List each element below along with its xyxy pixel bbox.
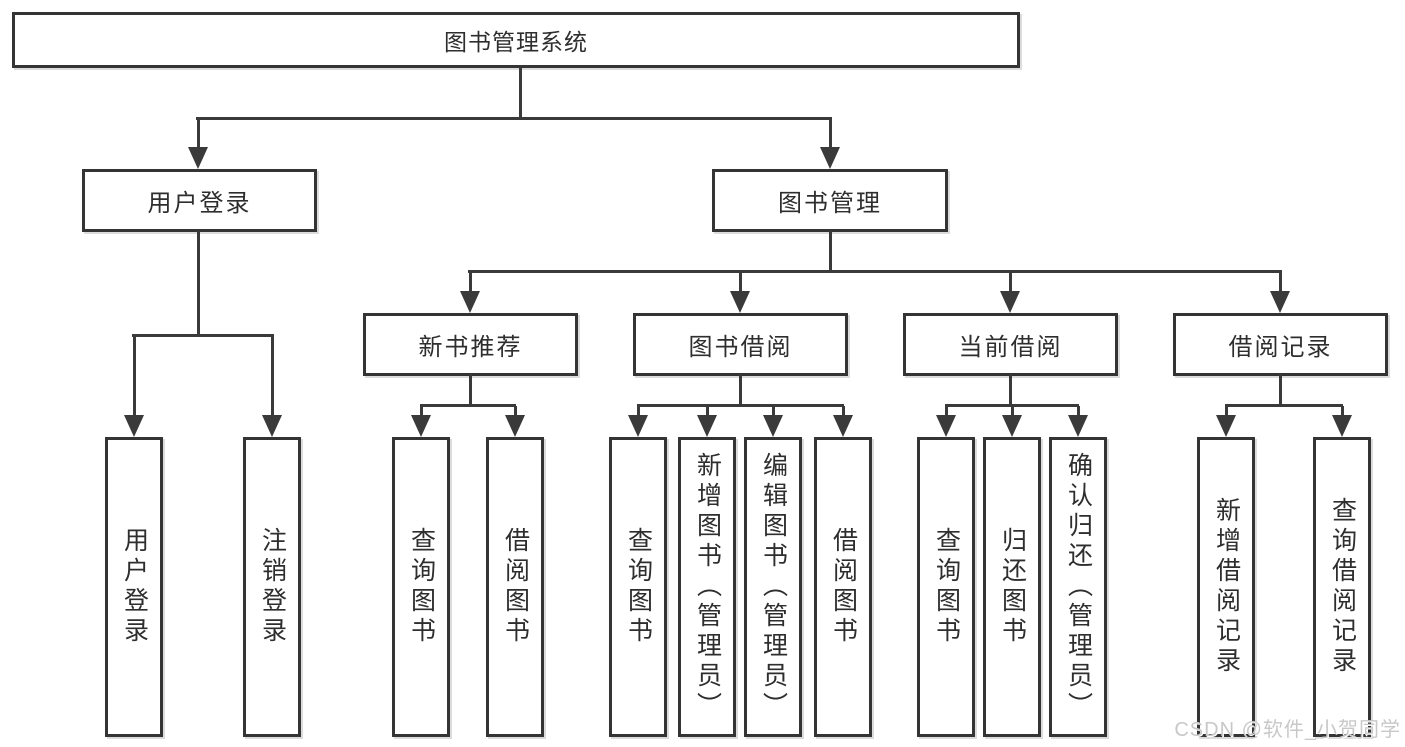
- node-label: 当前借阅: [958, 334, 1063, 361]
- leaf-label: 查询图书: [932, 527, 961, 647]
- arrow-down-icon: [1002, 415, 1022, 437]
- connector-line: [420, 406, 423, 416]
- leaf-label: 新增图书（管理员）: [693, 452, 722, 722]
- arrow-down-icon: [730, 291, 750, 313]
- arrow-down-icon: [936, 415, 956, 437]
- connector-line: [1077, 406, 1080, 416]
- connector-line: [1011, 406, 1014, 416]
- leaf-confirm-return-admin: 确认归还（管理员）: [1049, 437, 1107, 737]
- connector-line: [829, 119, 832, 149]
- node-label: 新书推荐: [418, 334, 523, 361]
- arrow-down-icon: [1068, 415, 1088, 437]
- connector-line: [739, 374, 742, 406]
- node-user-login: 用户登录: [82, 169, 317, 232]
- arrow-down-icon: [1270, 291, 1290, 313]
- connector-line: [469, 272, 472, 294]
- connector-line: [197, 119, 200, 149]
- node-label: 用户登录: [147, 190, 252, 217]
- leaf-label: 用户登录: [120, 527, 149, 647]
- arrow-down-icon: [1216, 415, 1236, 437]
- node-new-book-recommendation: 新书推荐: [363, 313, 578, 376]
- arrow-down-icon: [1000, 291, 1020, 313]
- leaf-return-books: 归还图书: [983, 437, 1041, 737]
- connector-line: [945, 406, 948, 416]
- leaf-label: 确认归还（管理员）: [1064, 452, 1093, 722]
- connector-line: [1009, 374, 1012, 406]
- node-book-borrowing: 图书借阅: [633, 313, 848, 376]
- connector-line: [706, 406, 709, 416]
- leaf-label: 归还图书: [998, 527, 1027, 647]
- arrow-down-icon: [628, 415, 648, 437]
- connector-line: [133, 336, 136, 416]
- connector-line: [1279, 374, 1282, 406]
- leaf-label: 查询图书: [407, 527, 436, 647]
- connector-line: [1225, 406, 1228, 416]
- connector-line: [519, 68, 522, 118]
- leaf-label: 借阅图书: [501, 527, 530, 647]
- connector-line: [271, 336, 274, 416]
- connector-line: [1341, 406, 1344, 416]
- arrow-down-icon: [833, 415, 853, 437]
- leaf-borrow-books-recommend: 借阅图书: [486, 437, 544, 737]
- csdn-watermark: CSDN @软件_小贺同学: [1174, 719, 1401, 741]
- connector-line: [132, 334, 274, 337]
- leaf-query-books-borrow: 查询图书: [609, 437, 667, 737]
- leaf-label: 注销登录: [258, 527, 287, 647]
- node-library-management-system: 图书管理系统: [12, 12, 1020, 68]
- arrow-down-icon: [697, 415, 717, 437]
- arrow-down-icon: [262, 415, 282, 437]
- leaf-logout: 注销登录: [243, 437, 301, 737]
- node-label: 图书借阅: [688, 334, 793, 361]
- node-label: 图书管理系统: [444, 29, 588, 55]
- connector-line: [1225, 404, 1343, 407]
- node-label: 图书管理: [778, 190, 882, 217]
- connector-line: [637, 406, 640, 416]
- arrow-down-icon: [763, 415, 783, 437]
- connector-line: [739, 272, 742, 294]
- connector-line: [197, 231, 200, 336]
- connector-line: [420, 404, 516, 407]
- leaf-query-books-recommend: 查询图书: [392, 437, 450, 737]
- leaf-query-borrow-record: 查询借阅记录: [1313, 437, 1371, 737]
- connector-line: [1279, 272, 1282, 294]
- leaf-label: 借阅图书: [829, 527, 858, 647]
- leaf-label: 编辑图书（管理员）: [759, 452, 788, 722]
- connector-line: [637, 404, 844, 407]
- node-label: 借阅记录: [1228, 334, 1333, 361]
- connector-line: [772, 406, 775, 416]
- leaf-query-books-current: 查询图书: [917, 437, 975, 737]
- leaf-label: 新增借阅记录: [1212, 497, 1241, 677]
- arrow-down-icon: [188, 147, 208, 169]
- arrow-down-icon: [505, 415, 525, 437]
- leaf-edit-books-admin: 编辑图书（管理员）: [744, 437, 802, 737]
- arrow-down-icon: [1332, 415, 1352, 437]
- connector-line: [196, 117, 832, 120]
- arrow-down-icon: [460, 291, 480, 313]
- leaf-label: 查询图书: [624, 527, 653, 647]
- leaf-add-borrow-record: 新增借阅记录: [1197, 437, 1255, 737]
- arrow-down-icon: [411, 415, 431, 437]
- node-current-borrowing: 当前借阅: [903, 313, 1118, 376]
- connector-line: [829, 231, 832, 272]
- connector-line: [468, 270, 1282, 273]
- leaf-label: 查询借阅记录: [1328, 497, 1357, 677]
- leaf-user-login: 用户登录: [105, 437, 163, 737]
- connector-line: [842, 406, 845, 416]
- connector-line: [945, 404, 1079, 407]
- leaf-borrow-books: 借阅图书: [814, 437, 872, 737]
- arrow-down-icon: [820, 147, 840, 169]
- connector-line: [1009, 272, 1012, 294]
- connector-line: [514, 406, 517, 416]
- connector-line: [469, 374, 472, 406]
- leaf-add-books-admin: 新增图书（管理员）: [678, 437, 736, 737]
- node-borrowing-records: 借阅记录: [1173, 313, 1388, 376]
- arrow-down-icon: [124, 415, 144, 437]
- node-book-management: 图书管理: [712, 169, 948, 232]
